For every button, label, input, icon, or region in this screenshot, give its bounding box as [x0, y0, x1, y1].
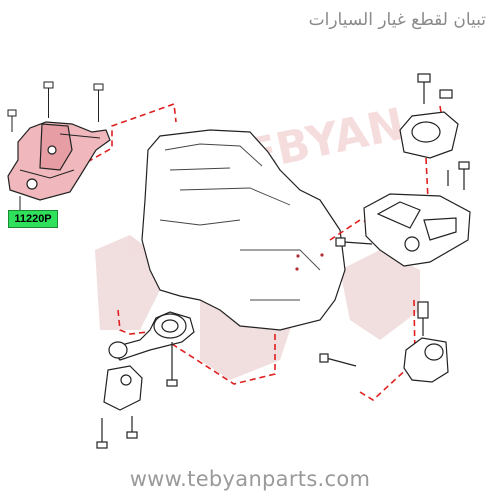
torque-rod-mount	[96, 311, 195, 449]
left-mount-bolts	[7, 81, 104, 132]
left-engine-mount	[7, 121, 111, 201]
website-url[interactable]: www.tebyanparts.com	[129, 467, 371, 491]
lower-right-mount	[319, 301, 449, 383]
upper-right-mount	[335, 73, 471, 267]
part-number-tag: 11220P	[8, 210, 58, 228]
brand-arabic-name: تبيان لقطع غيار السيارات	[308, 10, 486, 30]
engine-block	[141, 129, 346, 331]
